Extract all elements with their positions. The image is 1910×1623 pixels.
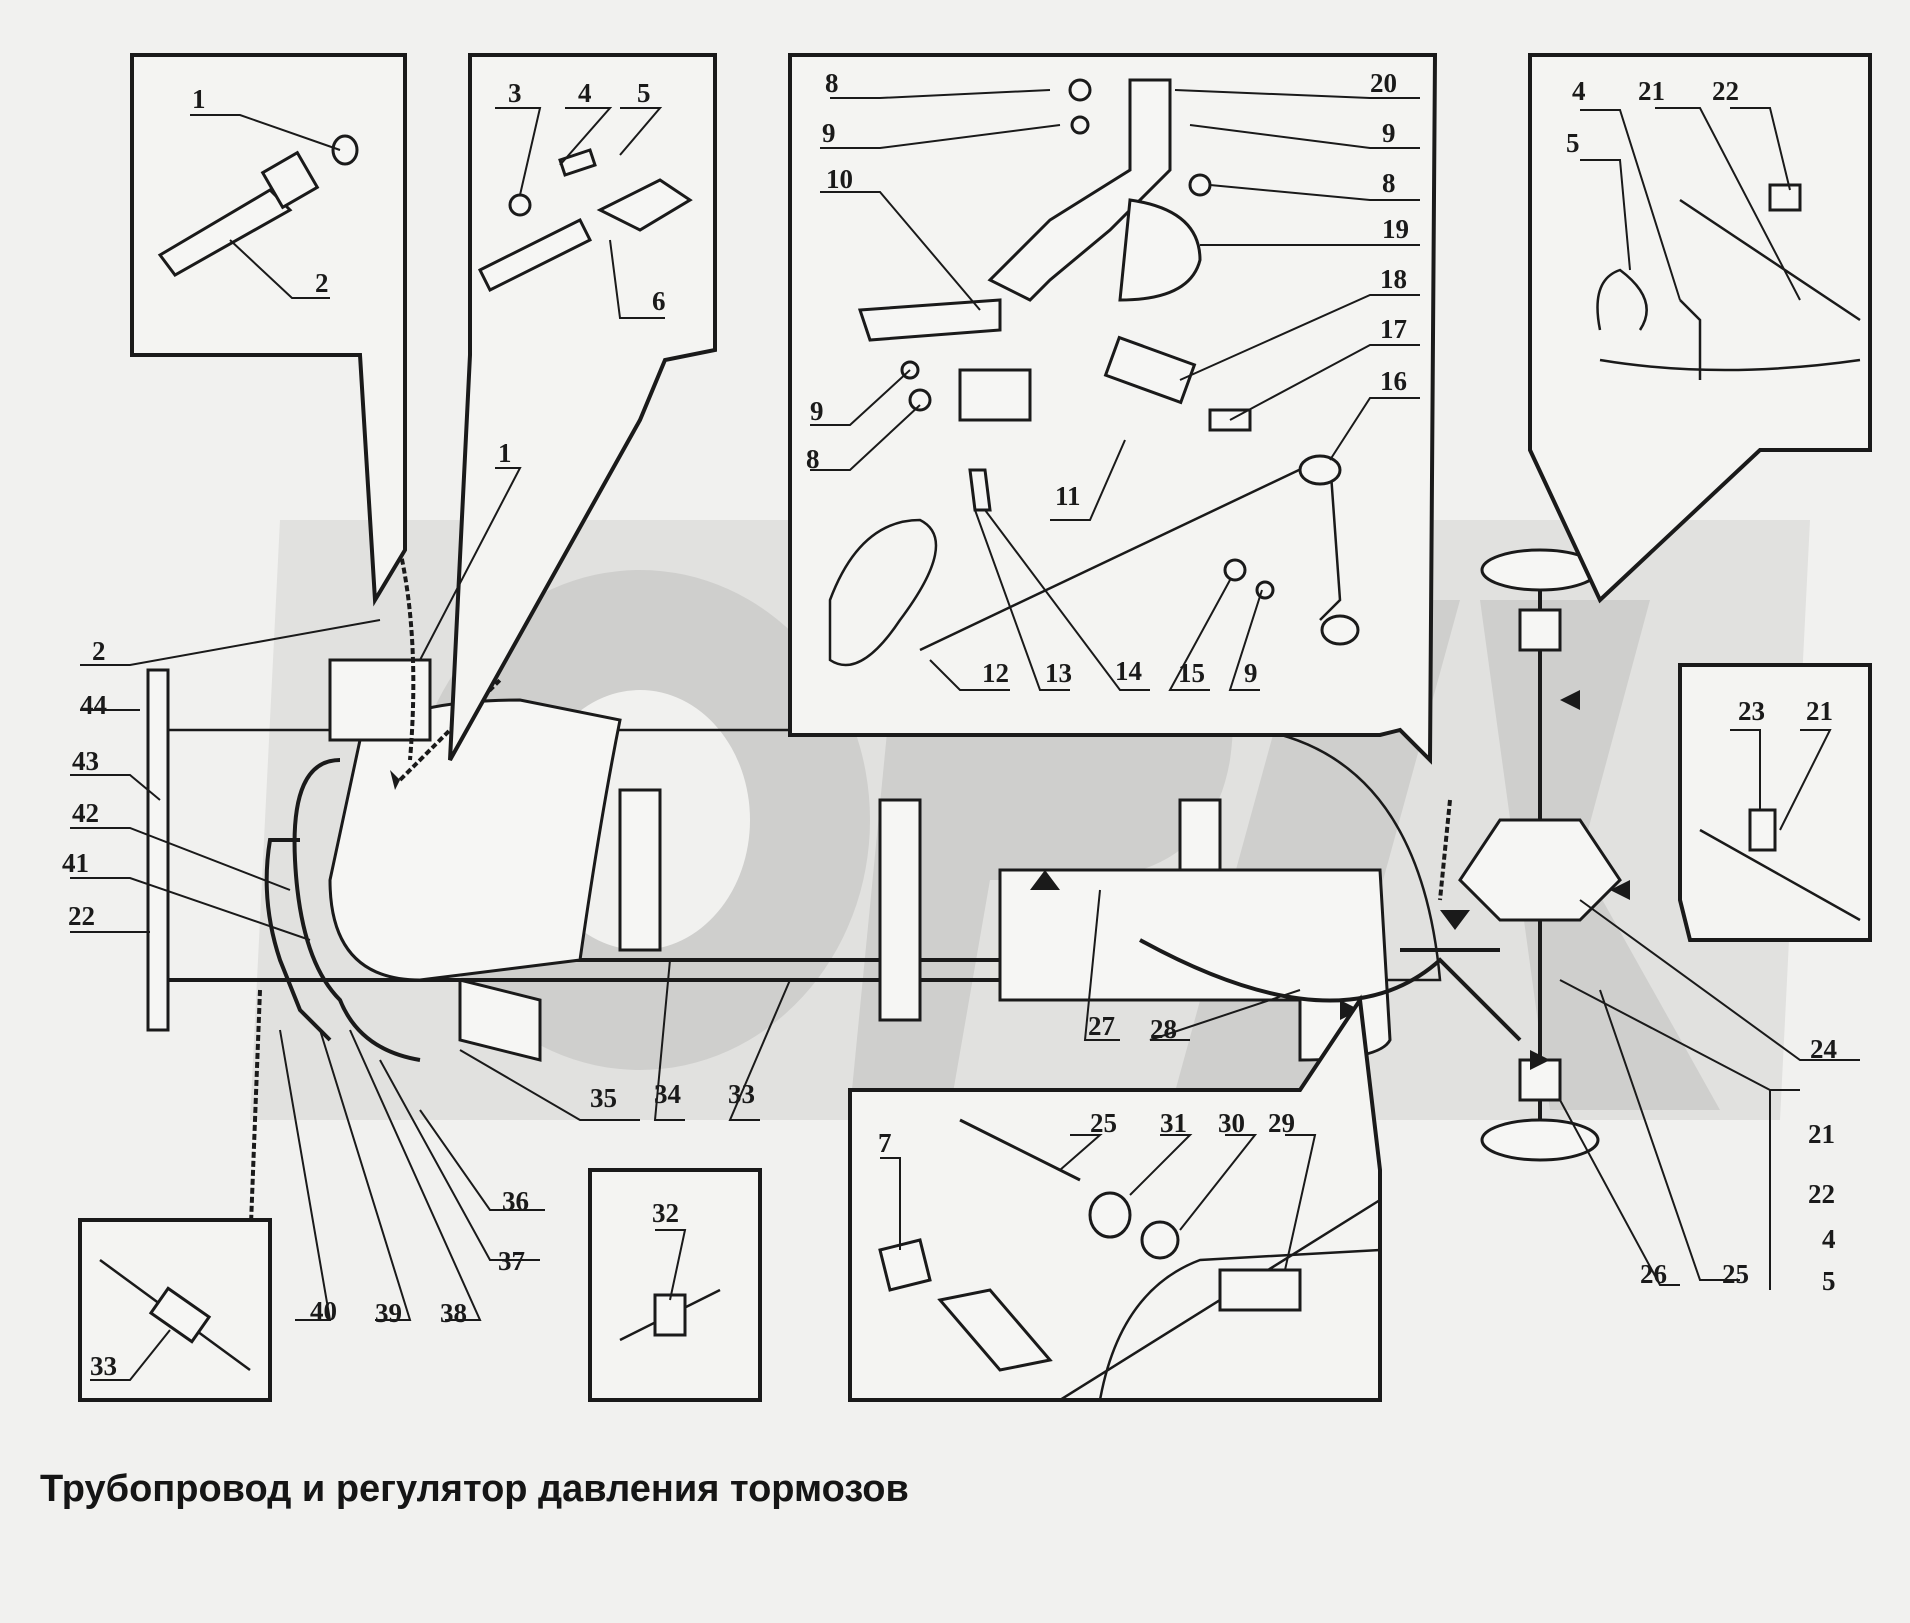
callout-labels: 1 2 3 4 5 6 1 2 44 43 42 41 22 8 9 10 20… [62, 68, 1837, 1381]
callout-44: 44 [80, 690, 107, 720]
callout-5r: 5 [1566, 128, 1580, 158]
callout-26: 26 [1640, 1259, 1667, 1289]
callout-22l: 22 [68, 901, 95, 931]
callout-37: 37 [498, 1246, 525, 1276]
callout-2b: 2 [92, 636, 106, 666]
callout-14: 14 [1115, 656, 1142, 686]
callout-9d: 9 [1244, 658, 1258, 688]
inset-bottom-middle [588, 1168, 762, 1402]
callout-9c: 9 [1382, 118, 1396, 148]
callout-12: 12 [982, 658, 1009, 688]
callout-25b: 25 [1722, 1259, 1749, 1289]
callout-23: 23 [1738, 696, 1765, 726]
callout-42: 42 [72, 798, 99, 828]
callout-16: 16 [1380, 366, 1407, 396]
callout-17: 17 [1380, 314, 1407, 344]
differential [1458, 818, 1622, 922]
front-bumper [146, 668, 170, 1032]
callout-8a: 8 [825, 68, 839, 98]
callout-3: 3 [508, 78, 522, 108]
callout-41: 41 [62, 848, 89, 878]
inset-regulator [788, 53, 1438, 765]
callout-4: 4 [578, 78, 592, 108]
inset-top-second [448, 53, 717, 761]
callout-1: 1 [192, 84, 206, 114]
callout-1b: 1 [498, 438, 512, 468]
callout-22r: 22 [1712, 76, 1739, 106]
callout-35: 35 [590, 1083, 617, 1113]
callout-43: 43 [72, 746, 99, 776]
vehicle-chassis [146, 548, 1630, 1251]
callout-38: 38 [440, 1298, 467, 1328]
callout-5: 5 [637, 78, 651, 108]
leader-lines [70, 89, 1860, 1381]
callout-20: 20 [1370, 68, 1397, 98]
callout-22s: 22 [1808, 1179, 1835, 1209]
callout-11: 11 [1055, 481, 1081, 511]
inset-right-middle [1678, 663, 1872, 942]
callout-21m: 21 [1806, 696, 1833, 726]
callout-28: 28 [1150, 1014, 1177, 1044]
callout-36: 36 [502, 1186, 529, 1216]
callout-2: 2 [315, 268, 329, 298]
callout-8b: 8 [806, 444, 820, 474]
callout-33b: 33 [90, 1351, 117, 1381]
diagram-caption: Трубопровод и регулятор давления тормозо… [40, 1468, 909, 1510]
callout-10: 10 [826, 164, 853, 194]
rear-wheel-bottom [1480, 1118, 1600, 1162]
callout-15: 15 [1178, 658, 1205, 688]
callout-21s: 21 [1808, 1119, 1835, 1149]
callout-5s: 5 [1822, 1266, 1836, 1296]
watermark-text: OREX [1550, 1499, 1553, 1501]
callout-39: 39 [375, 1298, 402, 1328]
callout-32: 32 [652, 1198, 679, 1228]
inset-top-left [130, 53, 407, 607]
callout-25: 25 [1090, 1108, 1117, 1138]
callout-8c: 8 [1382, 168, 1396, 198]
callout-19: 19 [1382, 214, 1409, 244]
callout-9a: 9 [822, 118, 836, 148]
callout-34: 34 [654, 1079, 681, 1109]
callout-31: 31 [1160, 1108, 1187, 1138]
callout-30: 30 [1218, 1108, 1245, 1138]
callout-9b: 9 [810, 396, 824, 426]
callout-18: 18 [1380, 264, 1407, 294]
callout-4s: 4 [1822, 1224, 1836, 1254]
callout-13: 13 [1045, 658, 1072, 688]
callout-7: 7 [878, 1128, 892, 1158]
callout-6: 6 [652, 286, 666, 316]
callout-4r: 4 [1572, 76, 1586, 106]
callout-27: 27 [1088, 1011, 1115, 1041]
engine-mount [328, 658, 432, 742]
callout-33: 33 [728, 1079, 755, 1109]
callout-29: 29 [1268, 1108, 1295, 1138]
callout-24: 24 [1810, 1034, 1837, 1064]
callout-40: 40 [310, 1296, 337, 1326]
callout-21r: 21 [1638, 76, 1665, 106]
